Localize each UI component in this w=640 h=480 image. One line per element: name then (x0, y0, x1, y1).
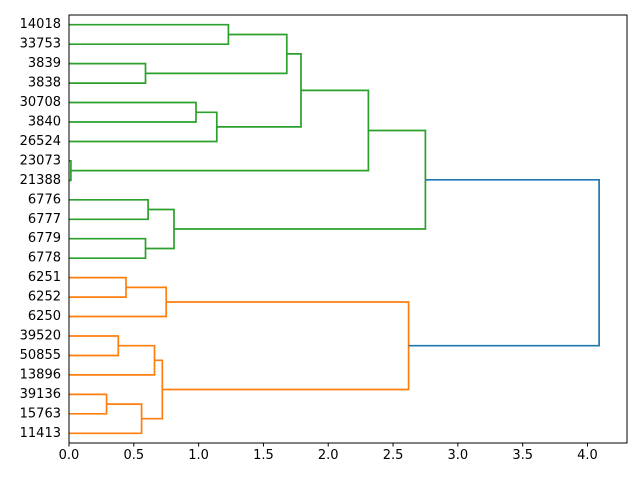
leaf-label: 30708 (20, 95, 61, 110)
x-tick-label: 4.0 (577, 448, 598, 463)
x-tick-label: 2.0 (318, 448, 339, 463)
leaf-label: 15763 (20, 406, 61, 421)
plot-border (68, 14, 628, 444)
leaf-label: 26524 (20, 134, 61, 149)
x-tick-label: 0.5 (123, 448, 144, 463)
leaf-label: 3838 (28, 76, 61, 91)
x-tick-label: 1.5 (253, 448, 274, 463)
leaf-label: 39136 (20, 387, 61, 402)
leaf-label: 50855 (20, 348, 61, 363)
leaf-label: 14018 (20, 17, 61, 32)
leaf-label: 6250 (28, 309, 61, 324)
leaf-label: 6252 (28, 290, 61, 305)
x-tick-label: 0.0 (59, 448, 80, 463)
leaf-label: 13896 (20, 367, 61, 382)
leaf-label: 3840 (28, 115, 61, 130)
x-tick-label: 1.0 (188, 448, 209, 463)
leaf-label: 3839 (28, 56, 61, 71)
leaf-label: 6776 (28, 192, 61, 207)
leaf-label: 11413 (20, 426, 61, 441)
x-tick-label: 2.5 (383, 448, 404, 463)
leaf-label: 39520 (20, 329, 61, 344)
leaf-label: 6777 (28, 212, 61, 227)
leaf-label: 6778 (28, 251, 61, 266)
leaf-label: 23073 (20, 153, 61, 168)
x-tick-label: 3.5 (512, 448, 533, 463)
leaf-label: 6779 (28, 231, 61, 246)
dendrogram-link-blue (408, 178, 600, 347)
x-tick-label: 3.0 (448, 448, 469, 463)
leaf-label: 21388 (20, 173, 61, 188)
leaf-label: 33753 (20, 37, 61, 52)
leaf-label: 6251 (28, 270, 61, 285)
